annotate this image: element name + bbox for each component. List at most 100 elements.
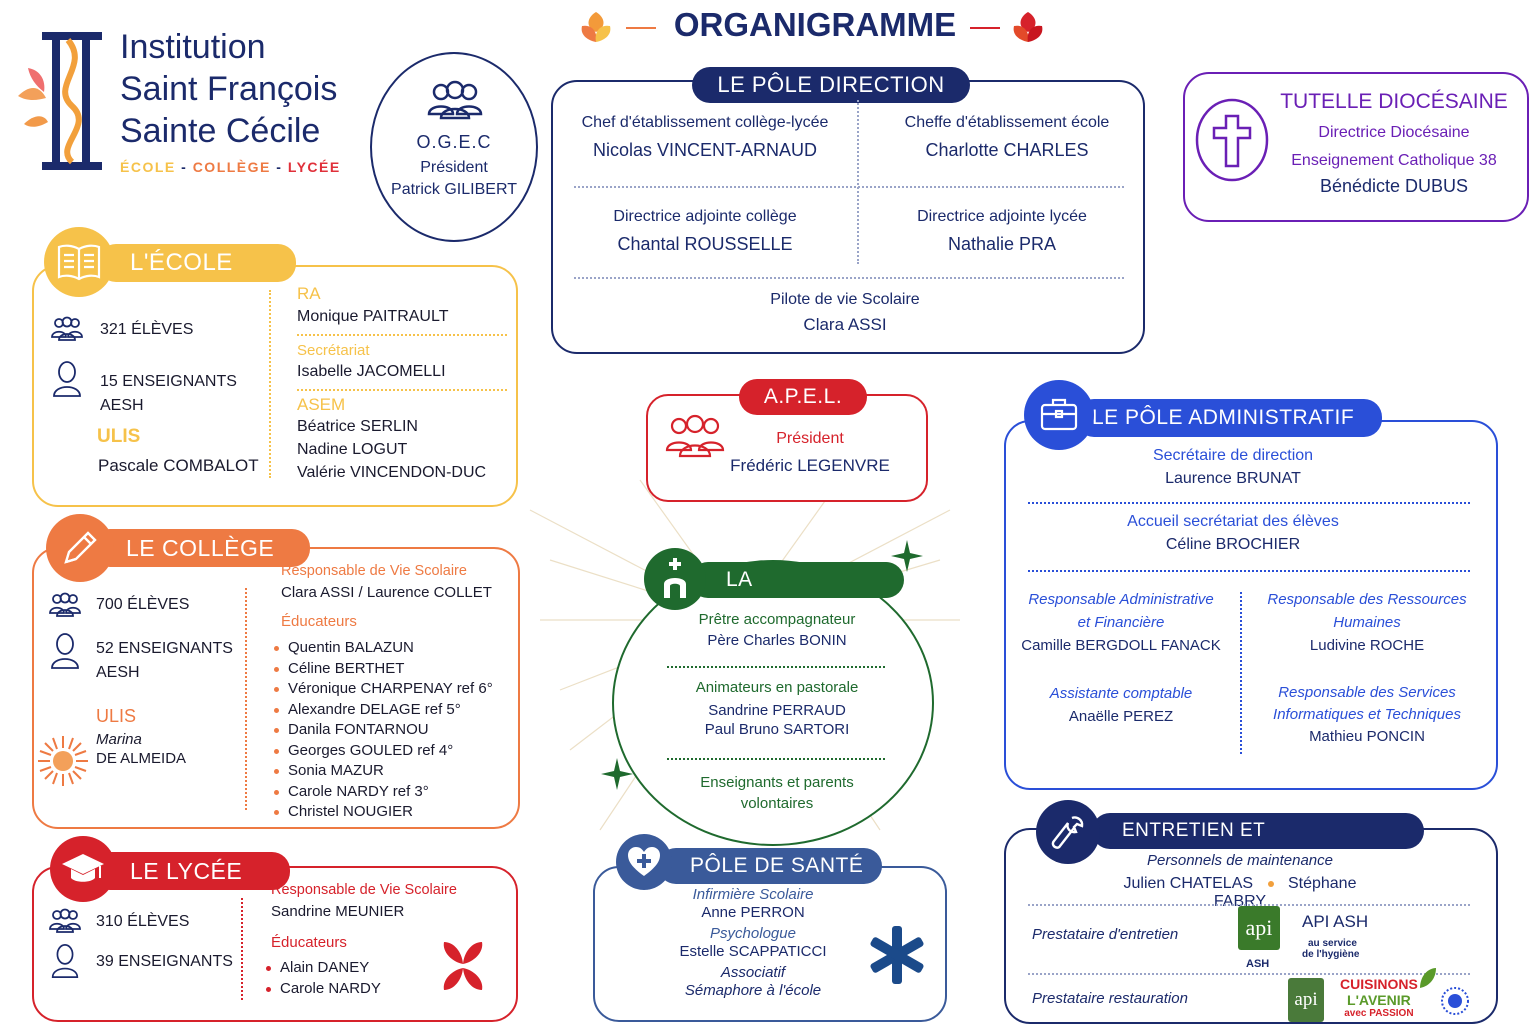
leaf-icon <box>1420 968 1436 988</box>
college-rvs-label: Responsable de Vie Scolaire <box>281 563 467 579</box>
admin-role-4b: Humaines <box>1333 614 1401 631</box>
pastorale-role-1: Prêtre accompagnateur <box>698 611 856 628</box>
tutelle-role-2: Enseignement Catholique 38 <box>1291 152 1497 169</box>
direction-panel <box>551 80 1145 354</box>
ecole-asem-3: Valérie VINCENDON-DUC <box>297 464 487 481</box>
logo-tag-college: COLLÈGE <box>192 159 271 175</box>
students-icon <box>49 592 81 617</box>
college-enseignants: 52 ENSEIGNANTS <box>96 640 233 657</box>
admin-person-1: Laurence BRUNAT <box>1165 470 1301 487</box>
logo-line3: Sainte Cécile <box>120 112 321 150</box>
sante-person-3: Sémaphore à l'école <box>684 982 822 999</box>
chapel-icon <box>664 558 686 598</box>
ogec-role: Président <box>420 159 488 176</box>
admin-role-6a: Responsable des Services <box>1278 684 1456 701</box>
direction-title: LE PÔLE DIRECTION <box>692 67 970 103</box>
entretien-role-3: Prestataire restauration <box>1032 990 1188 1007</box>
direction-person-5: Clara ASSI <box>803 315 887 334</box>
pastorale-title: LA PASTORALE <box>690 562 904 627</box>
direction-person-4: Nathalie PRA <box>947 234 1057 254</box>
admin-role-2: Accueil secrétariat des élèves <box>1127 513 1339 530</box>
ogec-person: Patrick GILIBERT <box>391 181 517 198</box>
college-title: LE COLLÈGE <box>92 529 310 567</box>
teacher-icon <box>51 633 79 669</box>
college-edu-label: Éducateurs <box>281 613 357 630</box>
admin-role-4a: Responsable des Ressources <box>1267 591 1467 608</box>
admin-panel <box>1004 420 1498 790</box>
seal-icon <box>1441 987 1469 1015</box>
ecole-sec-person: Isabelle JACOMELLI <box>297 363 446 380</box>
teacher-icon <box>53 361 81 397</box>
tutelle-panel <box>1183 72 1529 222</box>
admin-person-4: Ludivine ROCHE <box>1309 637 1425 654</box>
ecole-ra-label: RA <box>297 284 321 303</box>
ecole-asem-label: ASEM <box>297 395 346 414</box>
admin-role-6b: Informatiques et Techniques <box>1273 706 1461 723</box>
ecole-ulis-label: ULIS <box>97 426 141 447</box>
api-tag-1: au service <box>1308 938 1357 949</box>
college-aesh: AESH <box>96 664 140 681</box>
admin-role-5: Assistante comptable <box>1049 685 1193 702</box>
list-item: Quentin BALAZUN <box>272 638 512 659</box>
api-name: API ASH <box>1302 912 1369 931</box>
lycee-badge <box>50 836 116 902</box>
direction-role-2: Cheffe d'établissement école <box>904 114 1110 131</box>
apel-title: A.P.E.L. <box>739 379 867 415</box>
heart-plus-icon <box>628 847 660 876</box>
sante-person-2: Estelle SCAPPATICCI <box>679 943 827 960</box>
list-item: Sonia MAZUR <box>272 761 512 782</box>
ecole-sec-label: Secrétariat <box>297 342 370 359</box>
ecole-ulis-person: Pascale COMBALOT <box>98 456 259 475</box>
teacher-icon <box>51 944 79 978</box>
lycee-enseignants: 39 ENSEIGNANTS <box>96 953 233 970</box>
graduation-cap-icon <box>62 854 104 882</box>
college-eleves: 700 ÉLÈVES <box>96 596 190 613</box>
direction-role-1: Chef d'établissement collège-lycée <box>581 114 829 131</box>
tutelle-role-1: Directrice Diocésaine <box>1318 124 1470 141</box>
ecole-title: L'ÉCOLE <box>98 244 296 282</box>
direction-person-1: Nicolas VINCENT-ARNAUD <box>592 140 818 160</box>
cuisinons-3: avec PASSION <box>1344 1008 1414 1019</box>
wrench-icon <box>1051 816 1084 849</box>
list-item: Alain DANEY <box>264 958 444 979</box>
ecole-aesh: AESH <box>100 397 144 414</box>
entretien-person-1a: Julien CHATELAS <box>1123 875 1254 892</box>
pastorale-person-2a: Sandrine PERRAUD <box>708 702 846 719</box>
list-item: Carole NARDY ref 3° <box>272 782 512 803</box>
api-logo-2: api <box>1288 978 1324 1022</box>
pastorale-role-2: Animateurs en pastorale <box>695 679 859 696</box>
logo-tag-lycee: LYCÉE <box>287 159 341 175</box>
cuisinons-2: L'AVENIR <box>1347 992 1411 1008</box>
logo-tag-ecole: ÉCOLE <box>120 159 176 175</box>
apel-role: Président <box>776 430 844 447</box>
direction-role-5: Pilote de vie Scolaire <box>770 291 920 308</box>
admin-title: LE PÔLE ADMINISTRATIF <box>1076 399 1382 437</box>
pastorale-person-2b: Paul Bruno SARTORI <box>704 721 850 738</box>
admin-person-3: Camille BERGDOLL FANACK <box>1021 637 1221 654</box>
pastorale-role-3b: volontaires <box>740 795 814 812</box>
pencil-icon <box>64 531 97 564</box>
lycee-title: LE LYCÉE <box>92 852 290 890</box>
ecole-panel <box>32 265 518 507</box>
list-item: Christel NOUGIER <box>272 802 512 823</box>
college-ulis-last: DE ALMEIDA <box>96 750 187 767</box>
tutelle-title: TUTELLE DIOCÉSAINE <box>1280 90 1508 113</box>
ecole-asem-1: Béatrice SERLIN <box>297 418 418 435</box>
sante-title: PÔLE DE SANTÉ <box>658 848 882 884</box>
direction-role-4: Directrice adjointe lycée <box>917 208 1087 225</box>
direction-person-3: Chantal ROUSSELLE <box>617 234 793 254</box>
sante-role-1: Infirmière Scolaire <box>692 886 814 903</box>
page-title: ORGANIGRAMME <box>673 6 957 43</box>
admin-person-6: Mathieu PONCIN <box>1309 728 1425 745</box>
students-icon <box>51 316 83 341</box>
students-icon <box>49 908 81 933</box>
lycee-rvs-person: Sandrine MEUNIER <box>271 903 405 920</box>
flower-left-icon <box>581 12 611 42</box>
api-tag-2: de l'hygiène <box>1302 949 1360 960</box>
pastorale-role-3a: Enseignants et parents <box>700 774 854 791</box>
admin-person-5: Anaëlle PEREZ <box>1068 708 1174 725</box>
lycee-eleves: 310 ÉLÈVES <box>96 913 190 930</box>
ecole-enseignants: 15 ENSEIGNANTS <box>100 373 237 390</box>
ecole-badge <box>44 227 114 297</box>
admin-badge <box>1024 380 1094 450</box>
